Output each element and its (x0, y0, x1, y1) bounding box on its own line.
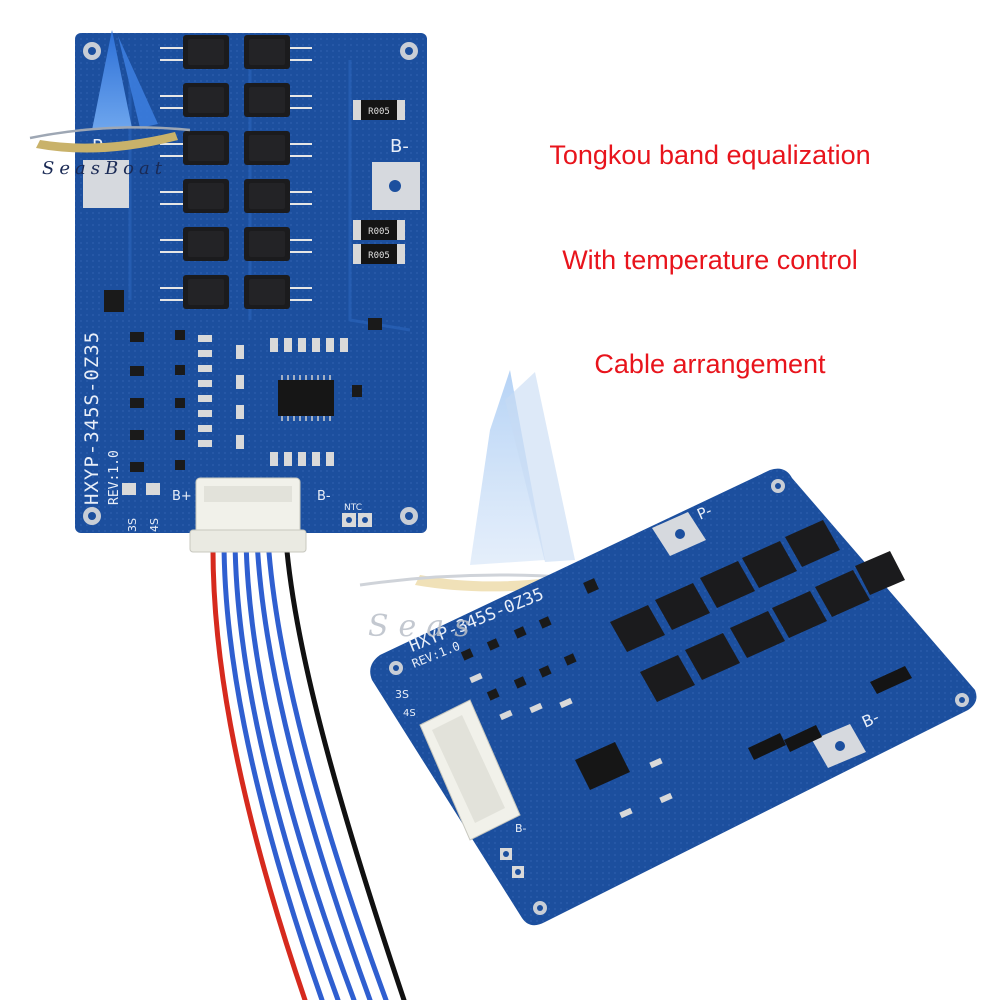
control-ic (278, 380, 334, 416)
mounting-hole (83, 42, 418, 525)
b-minus-small-label-angled: B- (515, 822, 527, 835)
resistor-code-label: R005 (368, 107, 390, 117)
watermark-wordmark-large: Seas (368, 609, 480, 644)
bms-board-top-view: R005 R005 R005 HXYP-345S-0Z35 (75, 33, 427, 533)
brand-logo-sail (29, 30, 191, 153)
smd-components (104, 290, 382, 472)
b-plus-label: B+ (172, 489, 192, 504)
brand-logo-wordmark: SeasBoat (42, 158, 167, 179)
pad-b-minus-label: B- (390, 136, 409, 157)
feature-text-cable-arrangement: Cable arrangement (594, 349, 826, 379)
feature-text-temperature-control: With temperature control (562, 245, 858, 275)
feature-text-equalization: Tongkou band equalization (549, 140, 871, 170)
ntc-label: NTC (344, 503, 362, 513)
label-4s: 4S (148, 518, 161, 532)
board-model-label: HXYP-345S-0Z35 (81, 331, 103, 505)
balance-connector-angled (419, 699, 521, 841)
bms-board-angled-view: P- B- (370, 468, 977, 926)
resistor-code-label: R005 (368, 251, 390, 261)
balance-connector-top (189, 477, 307, 553)
label-3s: 3S (126, 518, 139, 532)
pad-p-minus-label-angled: P- (694, 501, 714, 523)
resistor-code-label: R005 (368, 227, 390, 237)
pad-b-minus-label-angled: B- (859, 707, 882, 731)
board-revision-label: REV:1.0 (107, 450, 122, 505)
mosfet-array-angled (610, 520, 905, 702)
shunt-resistor: R005 R005 R005 (353, 100, 405, 264)
b-minus-small-label: B- (317, 489, 331, 504)
control-ic-angled (575, 742, 630, 790)
pad-p-minus (83, 160, 129, 208)
label-4s-angled: 4S (403, 708, 416, 719)
label-3s-angled: 3S (395, 688, 409, 701)
ntc-pads (342, 513, 372, 527)
balance-cable (210, 537, 407, 1000)
